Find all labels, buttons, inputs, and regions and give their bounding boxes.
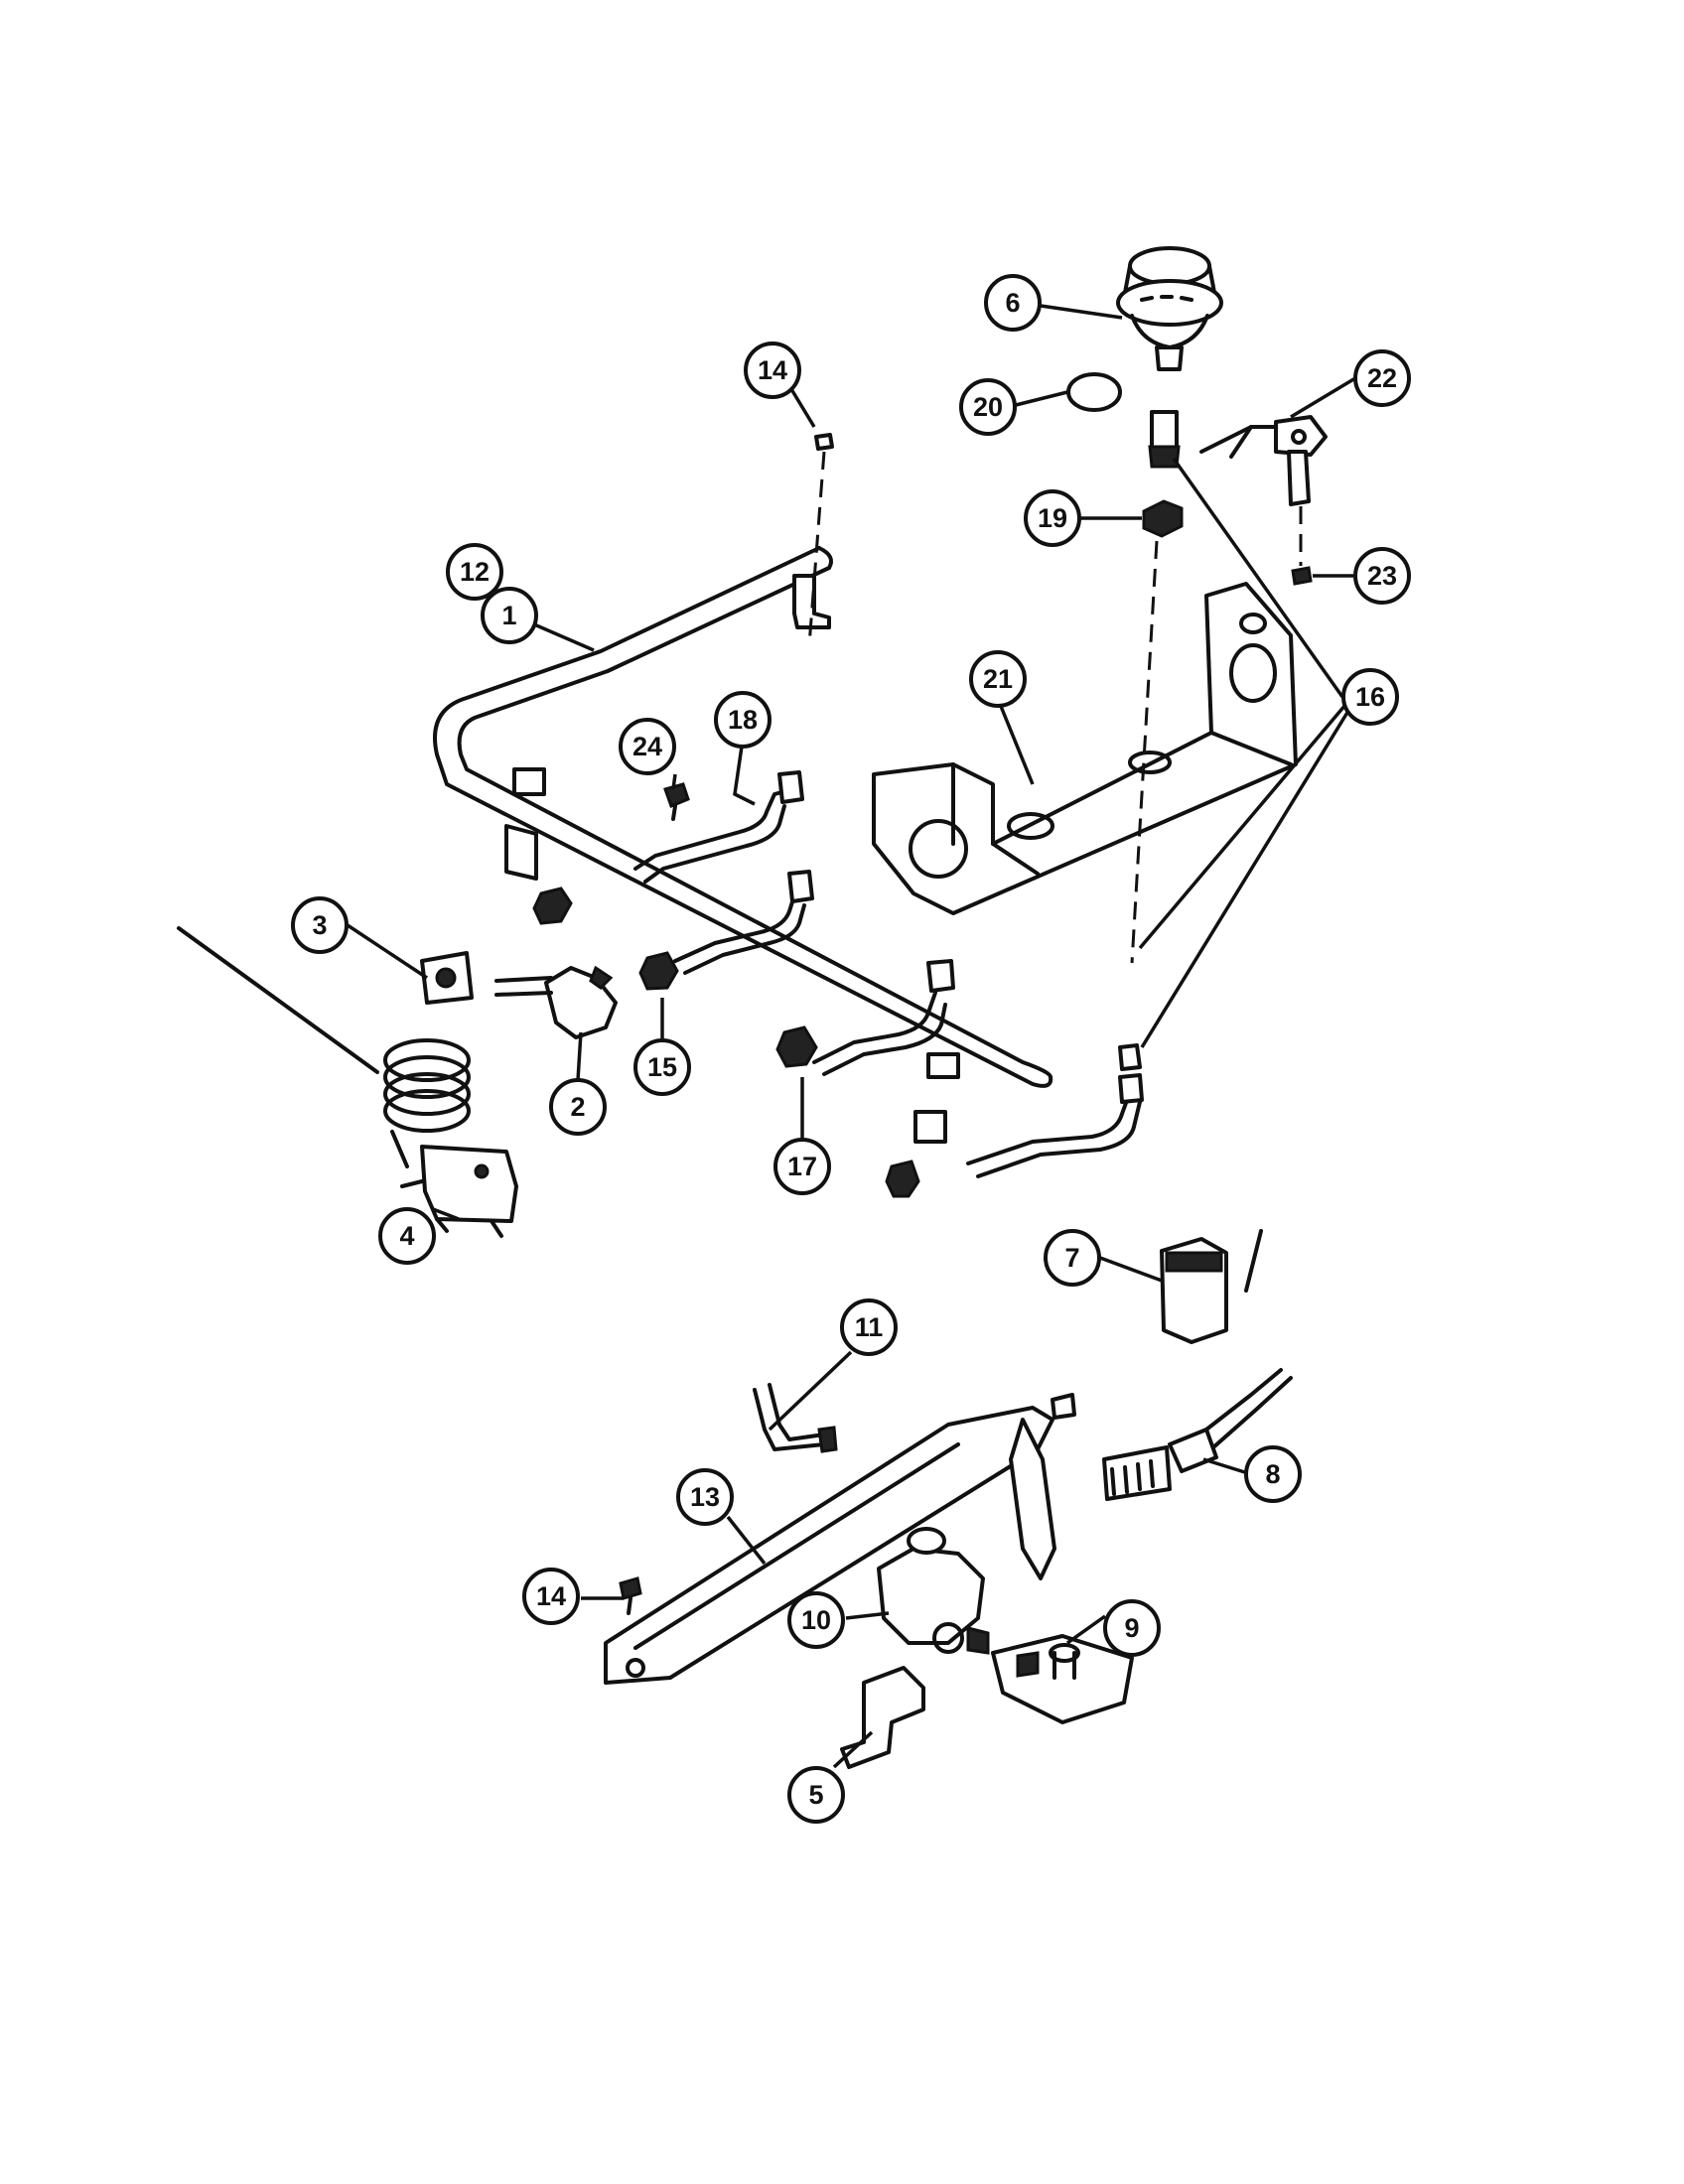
callout-label: 6	[1005, 288, 1020, 318]
orifice-hood-part	[1148, 410, 1181, 469]
callout-label: 1	[501, 601, 516, 630]
callout-label: 3	[312, 910, 327, 940]
callout-label: 2	[570, 1092, 585, 1122]
callout-13: 13	[676, 1468, 734, 1526]
screw-14-top-part	[814, 433, 834, 451]
callout-label: 23	[1367, 561, 1397, 591]
callout-14-bottom: 14	[522, 1568, 580, 1625]
manifold-tube	[433, 546, 1053, 1144]
valve-part	[494, 965, 618, 1039]
callout-6: 6	[984, 274, 1042, 332]
bracket-5-part	[840, 1666, 925, 1769]
callout-label: 8	[1265, 1459, 1280, 1489]
tube-11-part	[753, 1383, 838, 1453]
callout-label: 15	[647, 1052, 677, 1082]
callout-8: 8	[1244, 1445, 1302, 1503]
callout-20: 20	[959, 378, 1017, 436]
spark-module-part	[1160, 1229, 1263, 1344]
callout-label: 18	[728, 705, 758, 735]
callout-5: 5	[787, 1766, 845, 1824]
callout-label: 17	[787, 1152, 817, 1181]
callout-2: 2	[549, 1078, 607, 1136]
callout-1: 1	[481, 587, 538, 644]
screw-23-part	[1291, 566, 1313, 586]
callout-10: 10	[787, 1591, 845, 1649]
callout-14-top: 14	[744, 341, 801, 399]
callout-label: 20	[973, 392, 1003, 422]
callout-12: 12	[446, 543, 503, 601]
callout-label: 12	[460, 557, 490, 587]
callout-label: 10	[801, 1605, 831, 1635]
screw-14-bottom-part	[619, 1576, 642, 1615]
manifold-rail-part	[604, 1393, 1076, 1685]
callout-label: 13	[690, 1482, 720, 1512]
burner-head-part	[1116, 246, 1223, 371]
callout-9: 9	[1103, 1599, 1161, 1657]
igniter-part	[1199, 415, 1328, 506]
callout-label: 21	[983, 664, 1013, 694]
screw-24-part	[663, 782, 690, 821]
thermostat-part	[177, 926, 518, 1238]
o-ring-part	[1066, 372, 1122, 412]
callout-label: 4	[399, 1221, 414, 1251]
callout-18: 18	[714, 691, 772, 749]
hex-nut-part	[1142, 499, 1184, 538]
gas-tubes	[633, 770, 1144, 1178]
centerline-16	[1130, 540, 1159, 964]
burner-bracket-part	[872, 582, 1298, 915]
callout-21: 21	[969, 650, 1027, 708]
callout-label: 24	[632, 732, 662, 761]
callout-label: 19	[1038, 503, 1067, 533]
callout-label: 11	[855, 1312, 884, 1342]
centerline-14	[807, 451, 826, 646]
callout-label: 7	[1064, 1243, 1079, 1273]
callout-23: 23	[1353, 547, 1411, 605]
leader-lines	[347, 304, 1356, 1769]
callout-16: 16	[1341, 668, 1399, 726]
callout-17: 17	[773, 1138, 831, 1195]
clip-part	[420, 951, 474, 1005]
callout-7: 7	[1044, 1229, 1101, 1287]
callout-24: 24	[619, 718, 676, 775]
callout-3: 3	[291, 896, 349, 954]
callout-label: 5	[808, 1780, 823, 1810]
callout-15: 15	[633, 1038, 691, 1096]
callout-label: 14	[536, 1581, 566, 1611]
pressure-regulator-part	[877, 1527, 990, 1655]
callout-19: 19	[1024, 489, 1081, 547]
orifice-nuts	[532, 887, 920, 1198]
valve-9-part	[991, 1634, 1134, 1724]
callout-4: 4	[378, 1207, 436, 1265]
callout-label: 9	[1124, 1613, 1139, 1643]
callout-label: 22	[1367, 363, 1397, 393]
callout-label: 14	[758, 355, 787, 385]
callout-label: 16	[1355, 682, 1385, 712]
callout-11: 11	[840, 1298, 898, 1356]
callout-22: 22	[1353, 349, 1411, 407]
